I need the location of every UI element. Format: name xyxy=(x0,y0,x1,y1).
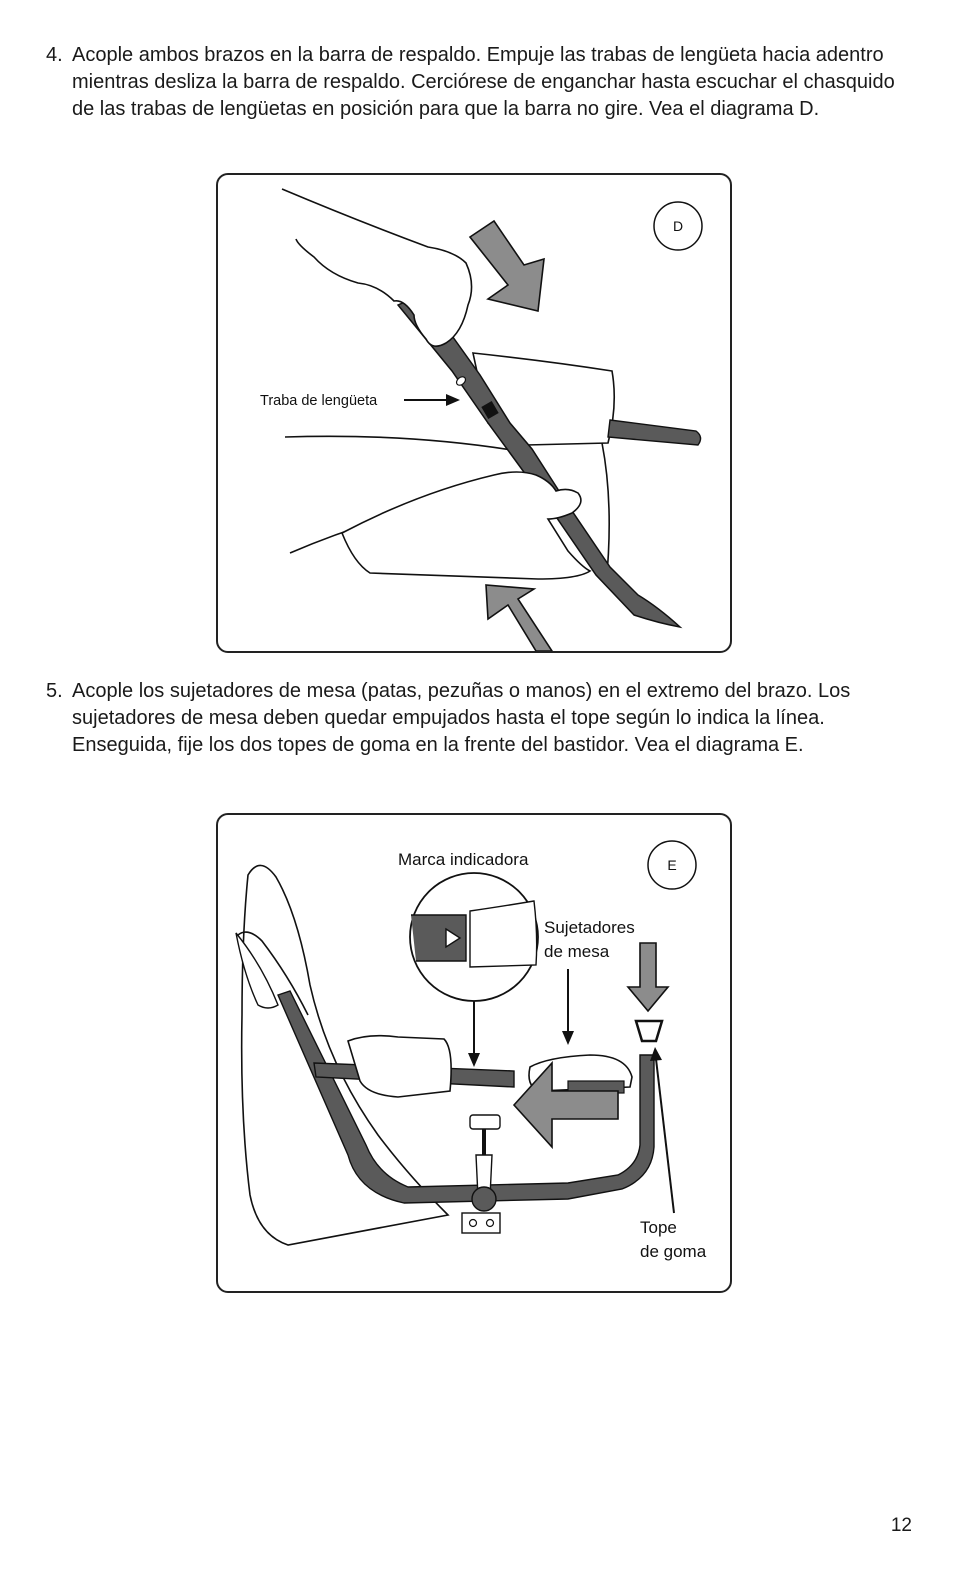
inset-bar xyxy=(411,914,467,962)
plate-hole xyxy=(468,1218,478,1228)
seat-side-panel xyxy=(235,932,279,1009)
page-number: 12 xyxy=(890,1515,912,1536)
tope-label-line1: Tope xyxy=(640,1218,677,1237)
sujetadores-label-line2: de mesa xyxy=(544,942,610,961)
push-arrow-down-icon xyxy=(626,942,670,1013)
latch-pointer-arrowhead-icon xyxy=(446,394,460,406)
frame-line-upper xyxy=(284,435,519,452)
diagram-d-badge: D xyxy=(673,218,683,234)
tope-label-line2: de goma xyxy=(640,1242,707,1261)
lower-hand xyxy=(340,471,592,580)
upper-hand xyxy=(281,188,473,347)
stop-pointer-line xyxy=(655,1058,675,1214)
plate-hole xyxy=(485,1218,495,1228)
armrest-pad xyxy=(347,1034,452,1098)
mark-pointer-arrowhead-icon xyxy=(468,1053,480,1067)
diagram-d-illustration: D Traba de lengüeta xyxy=(260,188,703,651)
badge-circle xyxy=(647,840,697,890)
clamp-pointer-arrowhead-icon xyxy=(562,1031,574,1045)
seat-back-edge xyxy=(237,931,309,1016)
inset-clamp xyxy=(469,900,538,968)
badge-circle xyxy=(653,201,703,251)
step-number: 4. xyxy=(46,44,63,66)
indicator-mark-icon xyxy=(445,927,462,949)
push-arrow-up-icon xyxy=(485,584,553,651)
screw-ball xyxy=(471,1186,497,1212)
rubber-stop xyxy=(634,1019,664,1043)
latch-tab xyxy=(481,400,499,420)
step-text: Acople ambos brazos en la barra de respa… xyxy=(72,44,895,120)
diagram-e-badge: E xyxy=(667,857,676,873)
marca-indicadora-label: Marca indicadora xyxy=(398,850,529,869)
step-number: 5. xyxy=(46,680,63,702)
latch-button xyxy=(455,376,467,386)
sujetadores-label-line1: Sujetadores xyxy=(544,918,635,937)
back-bar xyxy=(607,419,702,446)
stop-pointer-arrowhead-icon xyxy=(650,1047,662,1061)
instruction-step-4: 4. Acople ambos brazos en la barra de re… xyxy=(46,42,896,123)
push-arrow-down-icon xyxy=(468,219,545,312)
push-arrow-left-icon xyxy=(512,1060,619,1150)
diagram-e: E Marca indicador xyxy=(216,813,732,1293)
screw-plate xyxy=(461,1212,501,1234)
step-text: Acople los sujetadores de mesa (patas, p… xyxy=(72,680,851,756)
instruction-step-5: 5. Acople los sujetadores de mesa (patas… xyxy=(46,678,896,759)
latch-label: Traba de lengüeta xyxy=(260,393,378,409)
diagram-e-illustration: E Marca indicador xyxy=(235,840,707,1261)
diagram-d: D Traba de lengüeta xyxy=(216,173,732,653)
screw-knob xyxy=(469,1114,501,1130)
